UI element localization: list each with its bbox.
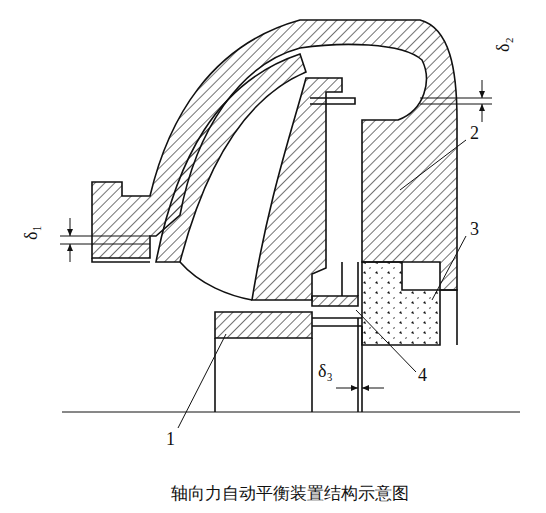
callout-number: 2 xyxy=(470,124,479,142)
figure-caption: 轴向力自动平衡装置结构示意图 xyxy=(171,482,409,505)
callout-number: 4 xyxy=(418,366,427,384)
callout-number: 1 xyxy=(166,430,175,448)
callout-number: 3 xyxy=(470,220,479,238)
gap-dimension: δ₂ xyxy=(494,37,512,52)
gap-dimension: δ₁ xyxy=(22,225,40,240)
gap-dimension: δ₃ xyxy=(318,362,333,380)
